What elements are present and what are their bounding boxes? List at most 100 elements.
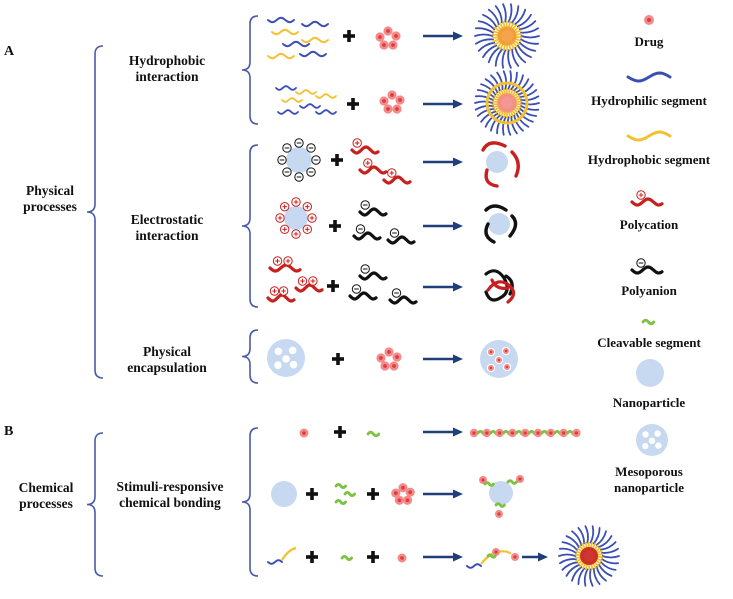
drug-icon [504,364,510,370]
panel-label-a: A [4,44,14,60]
drug-icon [406,488,415,497]
mesoporous-nanoparticle-icon [636,424,668,456]
legend-nanoparticle-label: Nanoparticle [594,395,704,411]
drug-icon [384,347,393,356]
drug-conjugated-polymer-icon [467,548,519,568]
reaction-arrow [423,428,463,437]
cleavable-segment-icon [342,556,352,559]
drug-icon [387,90,396,99]
negative-charge-icon [295,173,303,181]
negative-charge-icon [390,229,398,237]
diblock-chain-icon [302,38,328,42]
drug-icon [376,353,385,362]
drug-icon [395,496,404,505]
positive-charge-icon [280,225,288,233]
negative-charge-icon [283,168,291,176]
drug-cluster-icon [379,90,404,113]
drug-icon [395,95,404,104]
polyanion-icon [360,265,386,279]
nanoparticle-icon [636,359,664,387]
polyanion-icon [388,229,414,243]
reaction-arrow [423,553,463,562]
physical-processes-brace [87,46,103,378]
diblock-chain-icon [276,86,296,90]
positive-charge-icon [284,257,292,265]
negative-charge-icon [392,289,400,297]
electrostatic-brace [242,145,258,307]
polyanion-icon [350,285,376,299]
reaction-arrow [423,100,463,109]
negative-charge-icon [312,156,320,164]
hydrophilic-segment-icon [628,73,670,81]
drug-icon [379,40,388,49]
diblock-chain-icon [278,110,298,114]
negative-charge-icon [356,225,364,233]
drug-icon [488,365,494,371]
negative-charge-icon [361,265,369,273]
negative-charge-icon [352,285,360,293]
panel-label-b: B [4,424,13,440]
reaction-arrow [423,355,463,364]
plus-sign [332,353,344,365]
polyelectrolyte-complex-icon [486,271,514,302]
diblock-chain-icon [300,104,320,108]
polycation-complex-icon [483,143,518,186]
drug-icon [375,32,384,41]
plus-sign [306,488,318,500]
reaction-arrow [522,553,548,562]
negative-charge-icon [637,259,645,267]
polycation-icon [268,287,294,301]
plus-sign [327,280,339,292]
polyanion-complex-icon [486,206,516,242]
encapsulation-brace [242,330,258,383]
positive-charge-icon [298,277,306,285]
negative-charge-icon [278,156,286,164]
drug-icon [496,357,502,363]
cleavable-segment-icon [336,500,346,503]
nanoparticle-icon [488,213,510,235]
diblock-chain-icon [272,30,298,34]
plus-sign [347,98,359,110]
reaction-arrow [423,283,463,292]
negatively-charged-nanoparticle-icon [278,139,320,181]
diblock-chain-icon [300,52,326,56]
cleavable-segment-icon [345,492,355,495]
drug-icon [492,548,500,556]
drug-icon [388,40,397,49]
drug-icon [380,361,389,370]
nanoparticle-icon [271,481,297,507]
drug-icon [300,429,309,438]
polycation-icon [360,159,386,173]
polyanion-icon [354,225,380,239]
cleavable-segment-icon [643,320,654,324]
cleavable-segment-icon [508,481,516,484]
drug-icon [495,510,503,518]
drug-icon [488,349,494,355]
cleavable-segment-icon [488,555,495,557]
positive-charge-icon [637,191,645,199]
polycation-icon [384,169,410,183]
polymer-prodrug-icon [268,548,296,564]
polycation-icon [270,257,300,271]
drug-icon [398,554,407,563]
hydrophobic-brace [242,16,258,124]
plus-sign [367,551,379,563]
cleavable-segment-icon [485,483,493,486]
positive-charge-icon [276,214,284,222]
diblock-chain-icon [302,22,328,26]
reaction-arrow [423,32,463,41]
negative-charge-icon [295,139,303,147]
reaction-arrow [423,490,463,499]
positive-charge-icon [388,169,396,177]
positive-charge-icon [292,230,300,238]
drug-cluster-icon [376,347,401,370]
positive-charge-icon [273,257,281,265]
negative-charge-icon [307,144,315,152]
drug-icon [403,496,412,505]
diblock-chain-icon [296,90,316,94]
negative-charge-icon [283,144,291,152]
positive-charge-icon [353,139,361,147]
